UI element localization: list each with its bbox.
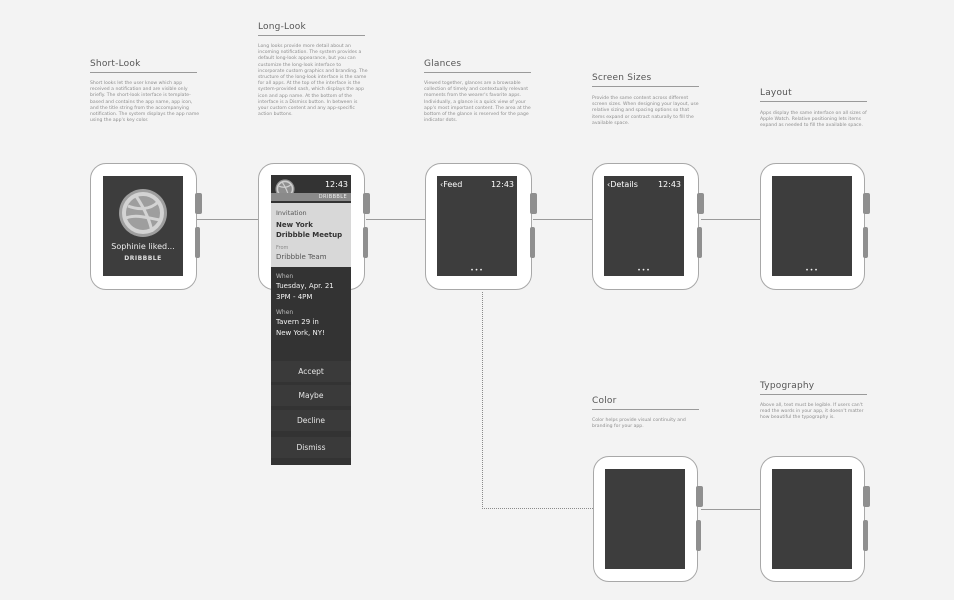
- when-label: When: [276, 273, 294, 280]
- connector-short-long: [196, 219, 258, 220]
- maybe-button[interactable]: Maybe: [271, 385, 351, 406]
- short-look-title: Short-Look: [90, 59, 141, 69]
- when-time: 3PM - 4PM: [276, 293, 313, 301]
- short-look-app-name: DRIBBBLE: [124, 255, 162, 262]
- long-look-time: 12:43: [324, 180, 348, 189]
- layout-screen: •••: [772, 176, 852, 276]
- accept-button[interactable]: Accept: [271, 361, 351, 382]
- dotted-connector-vertical: [482, 292, 483, 509]
- glance-digital-crown[interactable]: [530, 193, 537, 214]
- typography-digital-crown[interactable]: [863, 486, 870, 507]
- glances-title: Glances: [424, 59, 462, 69]
- layout-description: Apps display the same interface on all s…: [760, 111, 867, 129]
- long-look-app-name: DRIBBBLE: [318, 194, 347, 200]
- color-watch: [593, 456, 698, 582]
- color-side-button[interactable]: [696, 520, 701, 551]
- long-look-screen: 12:43 DRIBBBLE Invitation New York Dribb…: [271, 175, 351, 465]
- where-label: When: [276, 309, 294, 316]
- glance-watch: ‹Feed 12:43 •••: [425, 163, 532, 290]
- glance-time: 12:43: [490, 180, 514, 189]
- long-look-digital-crown[interactable]: [363, 193, 370, 214]
- screen-sizes-screen: ‹Details 12:43 •••: [604, 176, 684, 276]
- glance-back-link[interactable]: ‹Feed: [440, 180, 462, 189]
- details-back-link[interactable]: ‹Details: [607, 180, 638, 189]
- screen-sizes-digital-crown[interactable]: [697, 193, 704, 214]
- screen-sizes-watch: ‹Details 12:43 •••: [592, 163, 699, 290]
- long-look-side-button[interactable]: [363, 227, 368, 258]
- dribbble-icon: [119, 189, 167, 237]
- short-look-watch: Sophinie liked... DRIBBBLE: [90, 163, 197, 290]
- dotted-connector-horizontal: [482, 508, 593, 509]
- screen-sizes-divider: [592, 86, 699, 87]
- screen-sizes-description: Provide the same content across differen…: [592, 96, 699, 126]
- from-value: Dribbble Team: [276, 253, 327, 261]
- long-look-highlight: Invitation New York Dribbble Meetup From…: [271, 203, 351, 267]
- chevron-left-icon: ‹: [440, 180, 444, 189]
- glances-description: Viewed together, glances are a browsable…: [424, 81, 531, 124]
- glances-divider: [424, 72, 531, 73]
- decline-button[interactable]: Decline: [271, 410, 351, 431]
- layout-digital-crown[interactable]: [863, 193, 870, 214]
- short-look-digital-crown[interactable]: [195, 193, 202, 214]
- short-look-liked-text: Sophinie liked...: [111, 242, 175, 251]
- typography-screen: [772, 469, 852, 569]
- glance-back-label: Feed: [443, 180, 463, 189]
- typography-side-button[interactable]: [863, 520, 868, 551]
- long-look-divider: [258, 35, 365, 36]
- when-date: Tuesday, Apr. 21: [276, 282, 334, 290]
- invitation-label: Invitation: [276, 209, 307, 217]
- layout-divider: [760, 101, 867, 102]
- invitation-title: New York Dribbble Meetup: [276, 221, 343, 239]
- short-look-side-button[interactable]: [195, 227, 200, 258]
- dismiss-button[interactable]: Dismiss: [271, 437, 351, 458]
- short-look-divider: [90, 72, 197, 73]
- long-look-title: Long-Look: [258, 22, 306, 32]
- screen-sizes-title: Screen Sizes: [592, 73, 652, 83]
- long-look-sash: DRIBBBLE: [271, 193, 351, 201]
- glance-side-button[interactable]: [530, 227, 535, 258]
- short-look-screen: Sophinie liked... DRIBBBLE: [103, 176, 183, 276]
- color-description: Color helps provide visual continuity an…: [592, 418, 686, 430]
- layout-title: Layout: [760, 88, 792, 98]
- connector-sizes-layout: [701, 219, 760, 220]
- typography-description: Above all, text must be legible. If user…: [760, 403, 864, 421]
- where-value: Tavern 29 in New York, NY!: [276, 318, 325, 337]
- page-dots-icon: •••: [470, 267, 484, 274]
- connector-long-glance: [366, 219, 425, 220]
- screen-sizes-side-button[interactable]: [697, 227, 702, 258]
- typography-divider: [760, 394, 867, 395]
- color-divider: [592, 409, 699, 410]
- connector-color-typography: [701, 509, 760, 510]
- connector-glance-sizes: [533, 219, 593, 220]
- typography-title: Typography: [760, 381, 815, 391]
- long-look-description: Long looks provide more detail about an …: [258, 44, 368, 118]
- layout-watch: •••: [760, 163, 865, 290]
- chevron-left-icon: ‹: [607, 180, 611, 189]
- short-look-description: Short looks let the user know which app …: [90, 81, 200, 124]
- page-dots-icon: •••: [805, 267, 819, 274]
- from-label: From: [276, 245, 289, 251]
- typography-watch: [760, 456, 865, 582]
- page-dots-icon: •••: [637, 267, 651, 274]
- color-screen: [605, 469, 685, 569]
- color-digital-crown[interactable]: [696, 486, 703, 507]
- glance-screen: ‹Feed 12:43 •••: [437, 176, 517, 276]
- details-back-label: Details: [610, 180, 638, 189]
- layout-side-button[interactable]: [863, 227, 868, 258]
- screen-sizes-time: 12:43: [657, 180, 681, 189]
- color-title: Color: [592, 396, 617, 406]
